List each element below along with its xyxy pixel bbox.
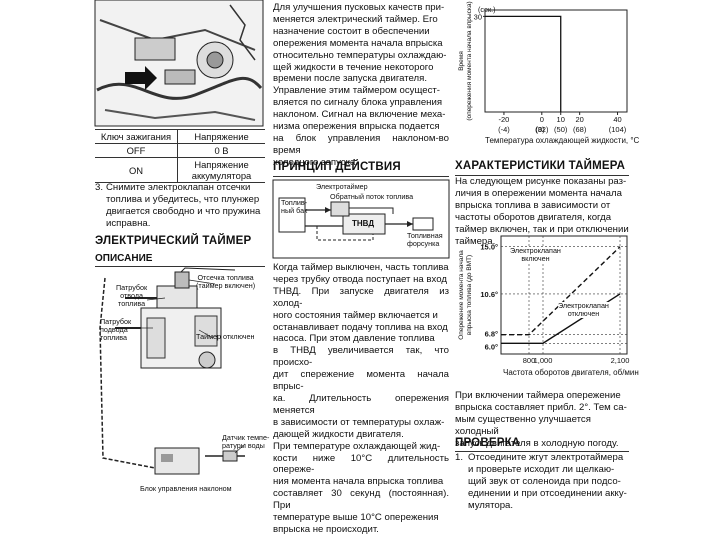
chart2-x-tick: 800 <box>523 356 536 365</box>
chart1-frame <box>484 9 628 113</box>
timer-characteristics-rule <box>455 175 629 176</box>
chart2-y-tick: 15.0° <box>480 243 498 252</box>
table-cell: ON <box>95 157 178 183</box>
chart1-x-tick-f: (68) <box>573 125 587 134</box>
chart2-series-valve-on <box>501 246 621 336</box>
chart2-y-tick: 6.8° <box>485 330 498 339</box>
chart1-x-tick-f: (32) <box>535 125 549 134</box>
label-return-pipe: Патрубок отвода топлива <box>116 283 148 308</box>
chart2-y-tick: 10.6° <box>480 290 498 299</box>
chart2-ylabel: впрыска топлива (до ВМТ) <box>466 255 473 335</box>
principle-diagram <box>272 179 450 259</box>
after-chart-text: При включении таймера опережение впрыска… <box>455 390 627 449</box>
chart2-xlabel: Частота оборотов двигателя, об/мин <box>503 368 639 377</box>
timer-diagram <box>95 267 265 498</box>
chart2-label-valve-off: Электроклапан отключен <box>558 301 609 318</box>
label-fuel-tank: Топлив- ный бак <box>281 198 308 215</box>
label-pump: ТНВД <box>352 219 375 228</box>
chart1-x-tick-c: 0 <box>540 115 544 124</box>
chart2-x-tick: 2,100 <box>611 356 630 365</box>
chart1-x-tick-c: 40 <box>613 115 621 124</box>
subsection-rule <box>95 266 265 267</box>
chart2-frame <box>500 235 628 355</box>
label-timer-off: Таймер отключен <box>196 332 255 341</box>
chart1-x-tick-c: 10 <box>557 115 565 124</box>
voltage-table: Ключ зажигания Напряжение OFF 0 В ON Нап… <box>95 129 265 183</box>
intro-paragraph: Для улучшения пусковых качеств при- меня… <box>273 2 449 168</box>
label-supply-pipe: Патрубок подвода топлива <box>100 317 132 342</box>
step-3-text: Снимите электроклапан отсечки топлива и … <box>106 182 261 229</box>
chart1-svg: 30 -20 0 10 20 40 (-4) (0)(32) (50) (68) (104) Врем… <box>458 1 628 134</box>
chart1-y-tick: 30 <box>474 12 482 21</box>
engine-photo <box>94 0 264 127</box>
table-cell: 0 В <box>177 143 265 158</box>
chart1-ylabel: (опережения момента начала впрыска) <box>466 1 473 120</box>
chart1-x-tick-f: (-4) <box>498 125 510 134</box>
section-title-electric-timer: ЭЛЕКТРИЧЕСКИЙ ТАЙМЕР <box>95 235 252 247</box>
principle-rule <box>273 176 449 177</box>
table-cell: Напряжение аккумулятора <box>177 157 265 183</box>
check-step-number: 1. <box>455 452 464 463</box>
temperature-timer-chart: 30 -20 0 10 20 40 (-4) (0)(32) (50) (68) (104) Врем… <box>455 0 635 150</box>
principle-body: Когда таймер выключен, часть топлива чер… <box>273 262 449 535</box>
table-row: ON Напряжение аккумулятора <box>95 157 265 183</box>
chart1-x-tick-f: (50) <box>554 125 568 134</box>
table-header-row: Ключ зажигания Напряжение <box>95 129 265 144</box>
label-water-temp-sensor: Датчик темпе- ратуры воды <box>222 433 270 450</box>
chart2-y-tick: 6.0° <box>485 342 498 351</box>
check-rule <box>455 451 629 452</box>
table-header-voltage: Напряжение <box>177 129 265 144</box>
label-control-unit: Блок управления наклоном <box>140 484 232 493</box>
chart2-label-valve-on: Электроклапан включен <box>510 246 561 263</box>
label-return-flow: Обратный поток топлива <box>330 192 414 201</box>
chart1-y-unit: (сек.) <box>478 5 496 14</box>
timer-characteristics-text: На следующем рисунке показаны раз- личия… <box>455 176 629 247</box>
check-title: ПРОВЕРКА <box>455 437 521 449</box>
chart1-xlabel: Температура охлаждающей жидкости, °С <box>485 136 640 145</box>
chart2-x-tick: 1,000 <box>534 356 553 365</box>
timer-characteristics-title: ХАРАКТЕРИСТИКИ ТАЙМЕРА <box>455 160 626 172</box>
check-step-text: Отсоедините жгут электротаймера и провер… <box>468 452 627 511</box>
chart1-x-tick-c: 20 <box>575 115 583 124</box>
table-cell: OFF <box>95 143 178 158</box>
label-electrotimer: Электротаймер <box>316 182 368 191</box>
step-3-number: 3. <box>95 182 104 193</box>
chart1-x-tick-c: -20 <box>499 115 510 124</box>
label-fuel-cutoff: Отсечка топлива (таймер включен) <box>196 273 256 290</box>
chart1-series-line <box>485 15 562 112</box>
chart2-ylabel: Опережение момента начала <box>458 250 465 340</box>
table-row: OFF 0 В <box>95 143 265 158</box>
chart1-x-tick-f: (0) <box>536 125 546 134</box>
chart1-ylabel: Время <box>458 51 465 71</box>
subsection-title-description: ОПИСАНИЕ <box>95 253 153 264</box>
principle-title: ПРИНЦИП ДЕЙСТВИЯ <box>273 161 401 173</box>
chart1-x-tick-f: (104) <box>609 125 627 134</box>
table-header-key: Ключ зажигания <box>95 129 178 144</box>
label-injector: Топливная форсунка <box>407 231 443 248</box>
